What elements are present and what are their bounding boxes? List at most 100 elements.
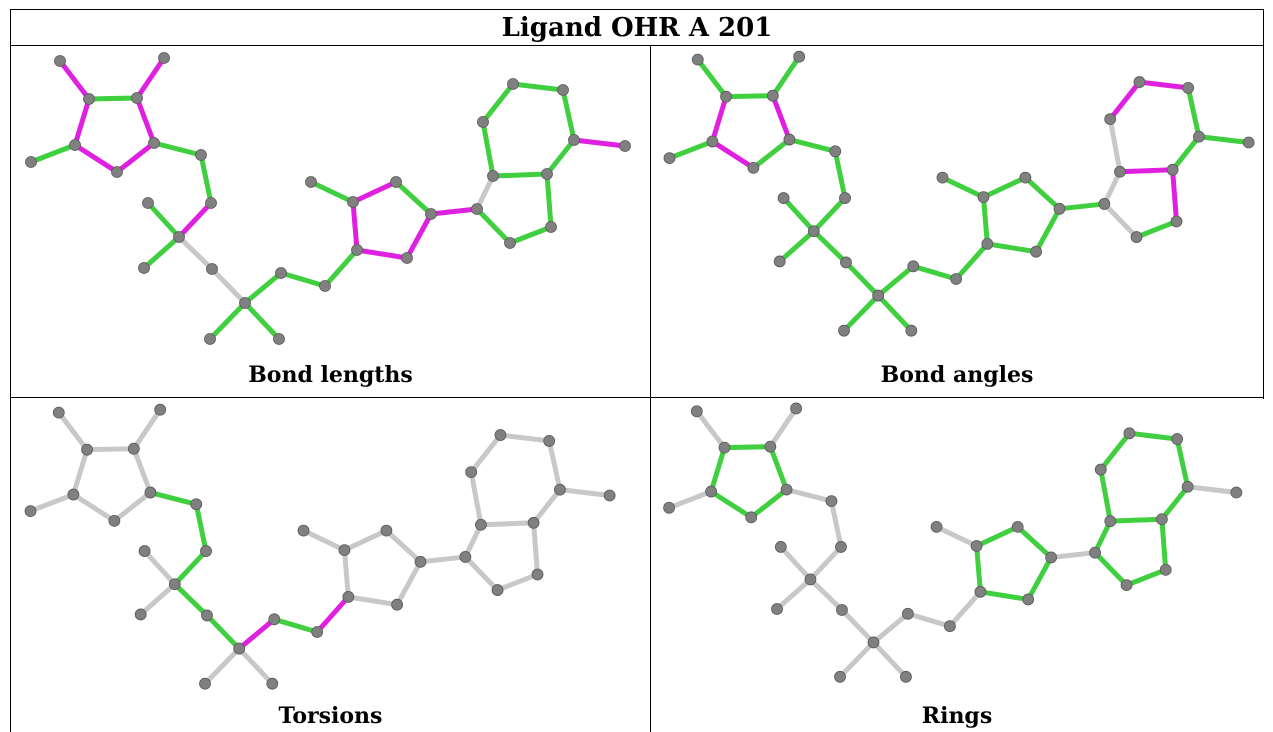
bond-a10-a12 [807, 544, 844, 582]
bond-a30-a32 [1174, 436, 1191, 490]
bond-a19-a20 [947, 589, 983, 629]
bond-a30-a31 [1196, 134, 1252, 145]
atom-a13 [134, 608, 147, 621]
bond-a34-a35 [480, 119, 496, 179]
atom-a2 [81, 443, 93, 456]
bond-a28-a29 [1170, 167, 1179, 224]
bond-a12-a14 [811, 228, 849, 265]
bond-a3-a4 [770, 54, 802, 99]
atom-a5 [705, 485, 718, 498]
atom-a22 [347, 196, 359, 208]
bond-a19-a20 [953, 241, 990, 282]
atom-a7 [745, 511, 758, 524]
bond-a3-a4 [134, 55, 167, 101]
bond-a27-a28 [507, 224, 554, 246]
atom-a33 [494, 429, 507, 441]
bond-a14-a15 [839, 607, 876, 645]
caption-bond-angles: Bond angles [880, 362, 1034, 388]
bond-a27-a28 [495, 571, 540, 593]
bond-a8-a9 [147, 490, 199, 507]
atom-a15 [239, 297, 251, 309]
bond-a24-a26 [418, 554, 468, 565]
atom-a20 [981, 237, 994, 250]
atom-a14 [201, 609, 213, 622]
atom-a14 [840, 256, 852, 269]
atom-a28 [1159, 563, 1172, 576]
bond-a14-a15 [204, 612, 242, 652]
bond-a15-a16 [837, 639, 876, 680]
atom-a21 [936, 171, 949, 184]
bond-a35-a26 [474, 173, 496, 212]
caption-bond-lengths: Bond lengths [248, 362, 413, 388]
bond-a23-a24 [393, 179, 434, 217]
atom-a27 [1130, 231, 1143, 243]
atom-a8 [148, 137, 160, 149]
bond-a15-a18 [875, 263, 916, 299]
bond-a30-a32 [560, 87, 577, 143]
bond-a15-a16 [202, 646, 242, 687]
bond-a2-a5 [709, 94, 729, 145]
atom-a4 [158, 52, 170, 64]
atom-a9 [195, 149, 207, 161]
atom-a11 [142, 197, 154, 209]
atom-a15 [867, 636, 880, 649]
atom-a8 [783, 133, 796, 146]
bond-a24-a25 [1033, 206, 1062, 255]
bond-a18-a19 [905, 611, 953, 629]
bond-a21-a22 [308, 179, 356, 205]
bond-a19-a20 [314, 594, 351, 635]
bond-a5-a7 [709, 139, 756, 171]
bond-a1-a2 [695, 57, 729, 100]
atom-a24 [1053, 202, 1066, 215]
atom-a34 [1094, 463, 1107, 476]
atom-a25 [391, 598, 404, 611]
bond-a5-a7 [72, 142, 120, 175]
bond-a14-a15 [843, 259, 881, 299]
bond-a24-a26 [428, 206, 480, 217]
bond-a24-a25 [404, 211, 434, 261]
bond-a3-a8 [767, 444, 790, 493]
bond-a10-a12 [172, 548, 209, 587]
atom-a9 [825, 495, 838, 507]
atom-a4 [790, 402, 803, 415]
atom-a18 [268, 613, 281, 626]
atom-a23 [390, 176, 402, 188]
atom-a23 [380, 524, 393, 537]
bond-a32-a33 [1126, 430, 1180, 442]
grid-line-top-divider [10, 45, 1264, 46]
bond-a35-a29 [478, 520, 537, 528]
bond-a1-a2 [56, 410, 90, 453]
atom-a29 [527, 516, 540, 529]
bond-a26-a27 [474, 206, 513, 246]
bond-a15-a17 [242, 300, 282, 342]
bond-a9-a10 [828, 498, 844, 550]
atom-a31 [1230, 486, 1243, 499]
atom-a22 [970, 540, 983, 552]
atom-a32 [543, 435, 556, 447]
atom-a3 [131, 92, 143, 104]
atom-a21 [930, 520, 943, 533]
bond-a29-a30 [1170, 134, 1202, 173]
atom-a8 [780, 483, 793, 496]
bond-a27-a28 [1124, 567, 1169, 588]
bond-a12-a13 [774, 576, 813, 612]
figure-title: Ligand OHR A 201 [10, 9, 1264, 45]
atom-a27 [491, 584, 504, 596]
bond-a35-a29 [1117, 167, 1176, 175]
bond-a5-a6 [28, 142, 78, 165]
atom-a19 [950, 273, 963, 285]
atom-a2 [720, 90, 732, 103]
bond-a15-a17 [875, 293, 914, 334]
atom-a17 [273, 333, 285, 345]
atom-a13 [771, 603, 783, 615]
atom-a15 [233, 642, 246, 655]
atom-a26 [1098, 198, 1111, 210]
bond-a21-a22 [934, 524, 980, 549]
bond-a26-a27 [1101, 201, 1140, 240]
bond-a2-a5 [708, 445, 727, 495]
atom-a30 [568, 134, 580, 146]
atom-a16 [834, 670, 846, 683]
atom-a24 [414, 555, 427, 568]
bond-a5-a7 [70, 492, 117, 524]
